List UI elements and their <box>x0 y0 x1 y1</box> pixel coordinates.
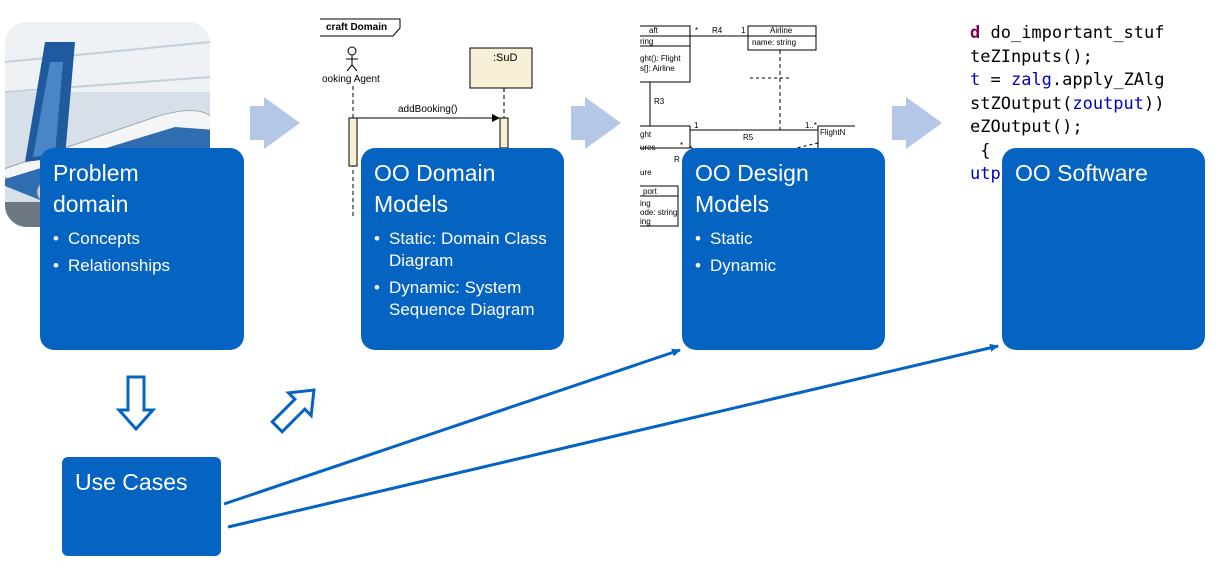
code-line: eZOutput(); <box>970 116 1165 140</box>
use-cases-title: Use Cases <box>75 469 188 495</box>
message-label: addBooking() <box>398 104 458 115</box>
class-label: ght(): Flight <box>640 54 681 63</box>
oo-software-box: OO Software <box>1002 148 1205 350</box>
code-line: utp <box>970 163 1165 187</box>
class-label: FlightN <box>820 128 846 137</box>
diagonal-outline-arrow <box>270 388 316 434</box>
class-label: ode: string <box>640 208 678 217</box>
class-label: * <box>680 141 684 150</box>
oo-design-models-box: OO Design Models Static Dynamic <box>682 148 885 350</box>
class-label: 1..* <box>805 121 818 130</box>
problem-domain-bullet: Relationships <box>53 255 231 277</box>
oo-domain-models-title: OO Domain Models <box>374 160 496 217</box>
class-label: ing <box>640 199 651 208</box>
class-label: 1 <box>741 26 746 35</box>
down-outline-arrow <box>115 375 157 432</box>
code-token: utp <box>970 164 1001 184</box>
oo-design-models-title: OO Design Models <box>695 160 809 217</box>
class-label: R5 <box>743 133 754 142</box>
class-label: port <box>643 187 657 196</box>
code-token: do_important_stuf <box>980 23 1165 43</box>
class-label: aft <box>649 26 658 35</box>
code-line: { <box>970 140 1165 164</box>
class-label: ght <box>640 130 652 139</box>
class-label: s[]: Airline <box>640 64 675 73</box>
usecases-to-software-arrow <box>227 343 999 529</box>
code-token: )) <box>1144 93 1165 114</box>
oo-domain-models-bullet: Static: Domain Class Diagram <box>374 228 551 272</box>
frame-label: craft Domain <box>326 22 388 33</box>
class-label: ring <box>640 37 654 46</box>
code-token: { <box>970 140 991 161</box>
actor-label: ooking Agent <box>322 74 380 85</box>
code-token: eZOutput(); <box>970 117 1083 137</box>
code-line: t = zalg.apply_ZAlg <box>970 69 1165 93</box>
code-line: stZOutput(zoutput)) <box>970 93 1165 117</box>
class-label: * <box>695 26 699 35</box>
code-token: t <box>970 70 981 90</box>
code-token: teZInputs(); <box>970 46 1093 67</box>
code-token: zalg <box>1010 70 1052 90</box>
usecases-to-design-arrow <box>223 348 681 506</box>
class-label: R4 <box>712 26 723 35</box>
code-token: = <box>980 70 1011 90</box>
use-cases-box: Use Cases <box>62 457 221 556</box>
problem-domain-bullet: Concepts <box>53 228 231 250</box>
oo-software-title: OO Software <box>1015 160 1148 186</box>
code-token: stZOutput( <box>970 93 1073 114</box>
class-label: 1 <box>694 121 699 130</box>
code-line: teZInputs(); <box>970 46 1165 70</box>
code-line: d do_important_stuf <box>970 22 1165 46</box>
oo-domain-models-box: OO Domain Models Static: Domain Class Di… <box>361 148 564 350</box>
oo-design-models-bullet: Static <box>695 228 872 250</box>
problem-domain-box: Problem domain Concepts Relationships <box>40 148 244 350</box>
code-token: .apply_ZAlg <box>1051 70 1165 90</box>
code-token: zoutput <box>1072 93 1145 114</box>
code-token: d <box>970 23 981 43</box>
class-label: R3 <box>654 97 665 106</box>
class-label: ures <box>640 143 656 152</box>
class-label: ing <box>640 217 651 226</box>
class-label: ure <box>640 168 652 177</box>
oo-design-models-bullet: Dynamic <box>695 255 872 277</box>
lifeline-label: :SuD <box>493 52 518 64</box>
problem-domain-title: Problem domain <box>53 160 139 217</box>
oo-domain-models-bullet: Dynamic: System Sequence Diagram <box>374 277 551 321</box>
class-label: name: string <box>752 38 797 47</box>
class-label: Airline <box>770 26 793 35</box>
class-label: R <box>674 155 680 164</box>
